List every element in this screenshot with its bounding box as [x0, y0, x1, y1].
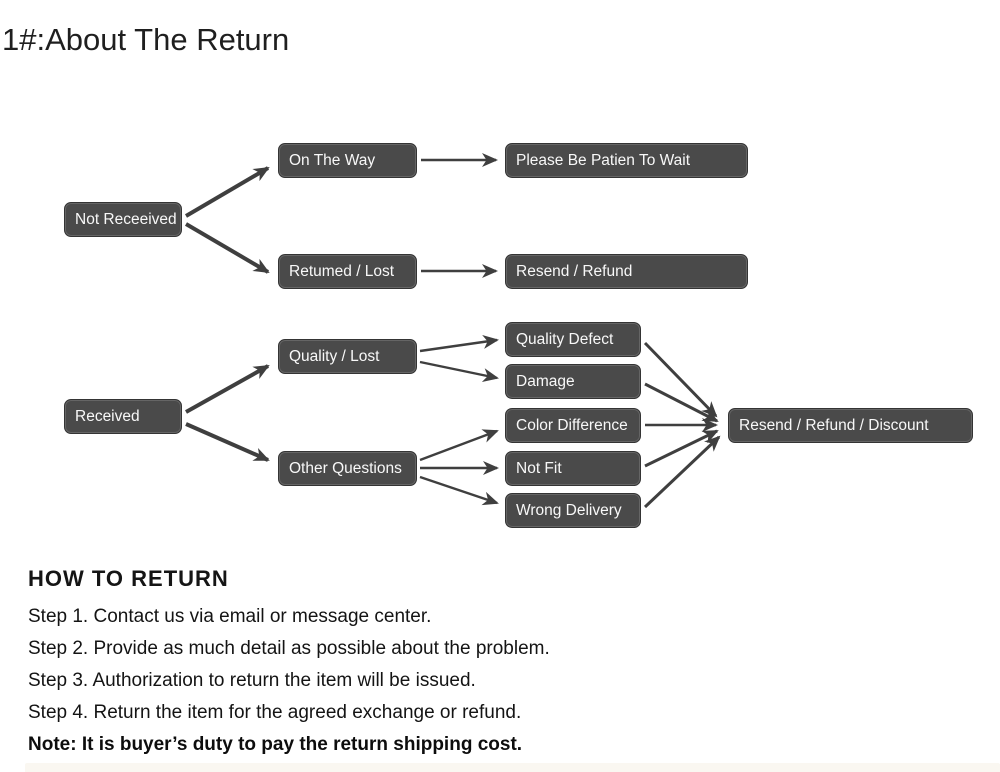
- return-note: Note: It is buyer’s duty to pay the retu…: [28, 734, 523, 755]
- arrow-damage-to-final: [644, 382, 719, 423]
- flow-node-not-fit: Not Fit: [505, 451, 641, 486]
- page-title: 1#:About The Return: [2, 22, 290, 57]
- flow-node-damage: Damage: [505, 364, 641, 399]
- flow-node-returned-lost: Retumed / Lost: [278, 254, 417, 289]
- flow-node-received: Received: [64, 399, 182, 434]
- arrow-notreceived-to-returned: [184, 222, 270, 274]
- arrow-other-to-wrong: [419, 475, 499, 506]
- return-step-3: Step 3. Authorization to return the item…: [28, 670, 476, 691]
- flow-node-quality-defect: Quality Defect: [505, 322, 641, 357]
- return-step-2: Step 2. Provide as much detail as possib…: [28, 638, 550, 659]
- bottom-image-edge: [25, 763, 1000, 772]
- arrow-notreceived-to-ontheway: [184, 166, 270, 218]
- flow-node-other-questions: Other Questions: [278, 451, 417, 486]
- flow-node-color-difference: Color Difference: [505, 408, 641, 443]
- flow-node-quality-lost: Quality / Lost: [278, 339, 417, 374]
- flow-node-not-received: Not Receeived: [64, 202, 182, 237]
- how-to-return-section: HOW TO RETURN Step 1. Contact us via ema…: [28, 566, 968, 761]
- arrow-notfit-to-final: [644, 429, 719, 468]
- return-step-4: Step 4. Return the item for the agreed e…: [28, 702, 522, 723]
- arrow-wrong-to-final: [643, 435, 721, 509]
- flow-node-please-be-patient: Please Be Patien To Wait: [505, 143, 748, 178]
- arrow-other-to-color: [419, 429, 499, 462]
- how-to-return-heading: HOW TO RETURN: [28, 566, 229, 591]
- flow-node-resend-refund: Resend / Refund: [505, 254, 748, 289]
- arrow-received-to-other: [185, 422, 270, 462]
- flow-node-resend-refund-discount: Resend / Refund / Discount: [728, 408, 973, 443]
- flow-node-wrong-delivery: Wrong Delivery: [505, 493, 641, 528]
- flow-node-on-the-way: On The Way: [278, 143, 417, 178]
- arrow-quality-to-defect: [419, 335, 499, 353]
- arrow-defect-to-final: [643, 341, 718, 418]
- arrow-quality-to-damage: [419, 360, 499, 383]
- return-step-1: Step 1. Contact us via email or message …: [28, 606, 432, 627]
- arrow-received-to-quality: [185, 364, 270, 414]
